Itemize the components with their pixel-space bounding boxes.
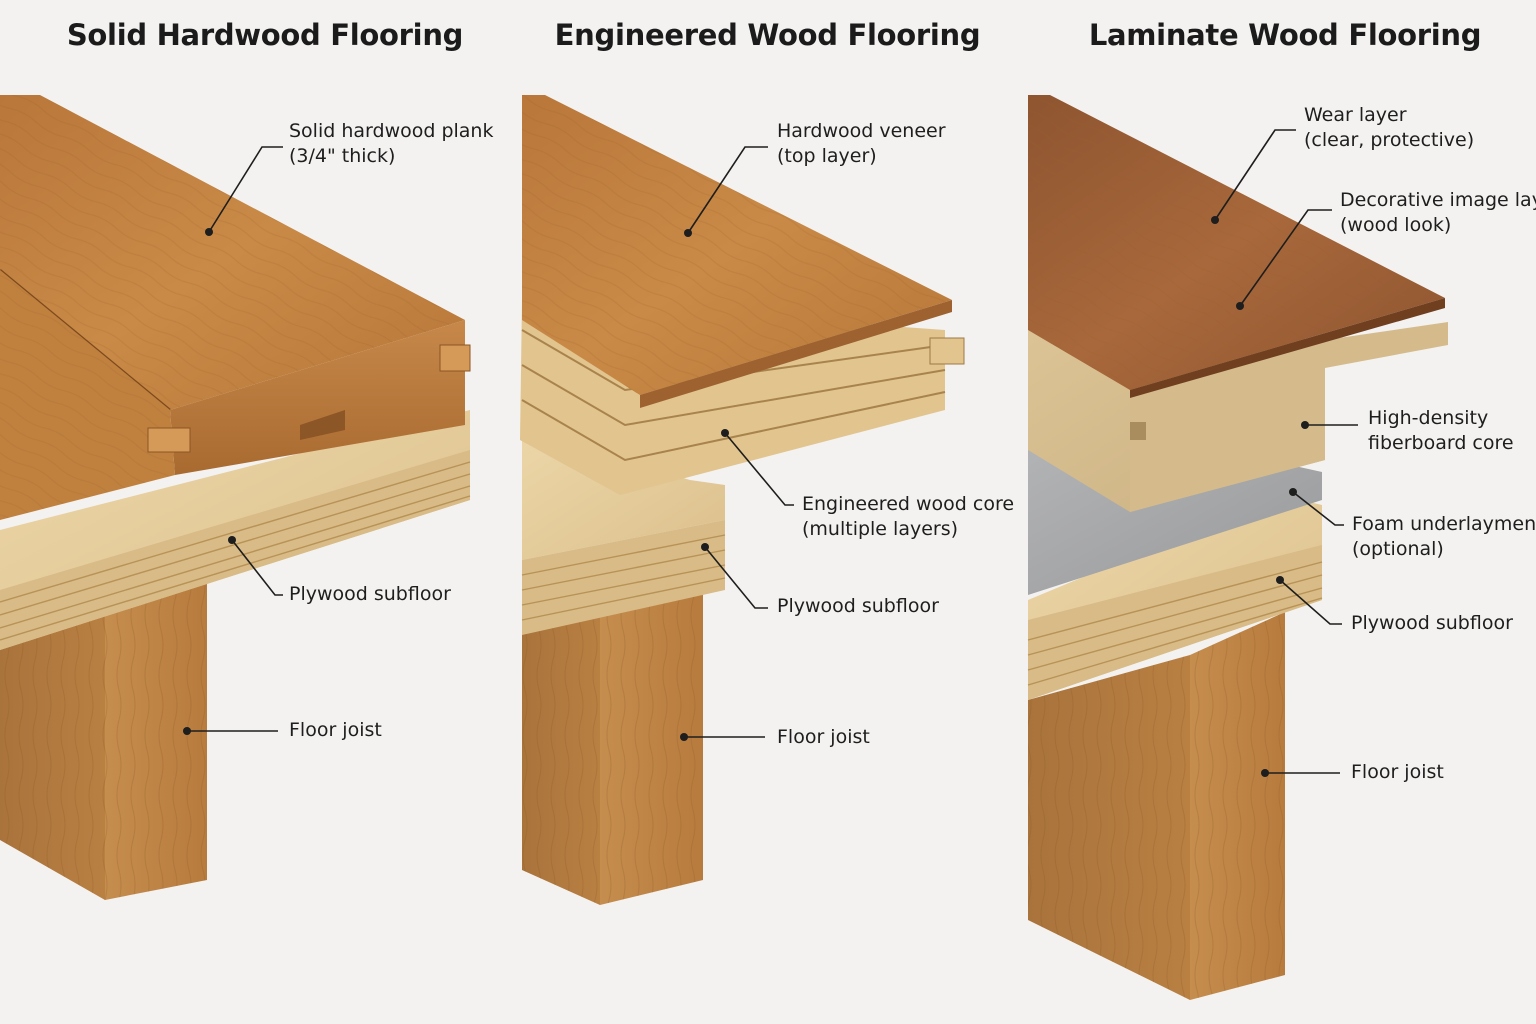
leader-dots <box>183 216 1309 777</box>
label-line: Wear layer <box>1304 104 1407 126</box>
label-plywood-subfloor: Plywood subfloor <box>289 582 451 607</box>
label-line: (multiple layers) <box>802 518 959 540</box>
label-line: Engineered wood core <box>802 493 1015 515</box>
leader-lines <box>187 129 1358 774</box>
engineered-wood-illustration <box>520 95 965 905</box>
label-line: Floor joist <box>1351 761 1444 783</box>
label-fiberboard-core: High-density fiberboard core <box>1368 406 1514 456</box>
label-line: Floor joist <box>289 719 382 741</box>
label-foam-underlayment: Foam underlayment (optional) <box>1352 512 1536 562</box>
label-line: High-density <box>1368 407 1489 429</box>
label-engineered-wood-core: Engineered wood core (multiple layers) <box>802 492 1014 542</box>
label-line: fiberboard core <box>1368 432 1514 454</box>
label-floor-joist: Floor joist <box>289 718 382 743</box>
label-plywood-subfloor: Plywood subfloor <box>1351 611 1513 636</box>
label-solid-hardwood-plank: Solid hardwood plank (3/4" thick) <box>289 119 493 169</box>
solid-hardwood-illustration <box>0 95 471 900</box>
label-decorative-image-layer: Decorative image layer (wood look) <box>1340 188 1536 238</box>
label-line: Decorative image layer <box>1340 189 1536 211</box>
label-floor-joist: Floor joist <box>777 725 870 750</box>
laminate-wood-illustration <box>1027 95 1448 1000</box>
label-line: (clear, protective) <box>1304 129 1475 151</box>
label-line: (3/4" thick) <box>289 145 396 167</box>
label-line: Plywood subfloor <box>1351 612 1513 634</box>
label-line: Floor joist <box>777 726 870 748</box>
label-line: (optional) <box>1352 538 1444 560</box>
label-line: Plywood subfloor <box>289 583 451 605</box>
label-plywood-subfloor: Plywood subfloor <box>777 594 939 619</box>
panel-title-engineered-wood: Engineered Wood Flooring <box>554 18 981 52</box>
label-line: Solid hardwood plank <box>289 120 494 142</box>
label-line: (top layer) <box>777 145 877 167</box>
label-floor-joist: Floor joist <box>1351 760 1444 785</box>
label-hardwood-veneer: Hardwood veneer (top layer) <box>777 119 946 169</box>
label-line: Foam underlayment <box>1352 513 1536 535</box>
label-line: Hardwood veneer <box>777 120 946 142</box>
label-line: Plywood subfloor <box>777 595 939 617</box>
panel-title-laminate-wood: Laminate Wood Flooring <box>1088 18 1482 52</box>
label-line: (wood look) <box>1340 214 1452 236</box>
panel-title-solid-hardwood: Solid Hardwood Flooring <box>66 18 464 52</box>
label-wear-layer: Wear layer (clear, protective) <box>1304 103 1474 153</box>
